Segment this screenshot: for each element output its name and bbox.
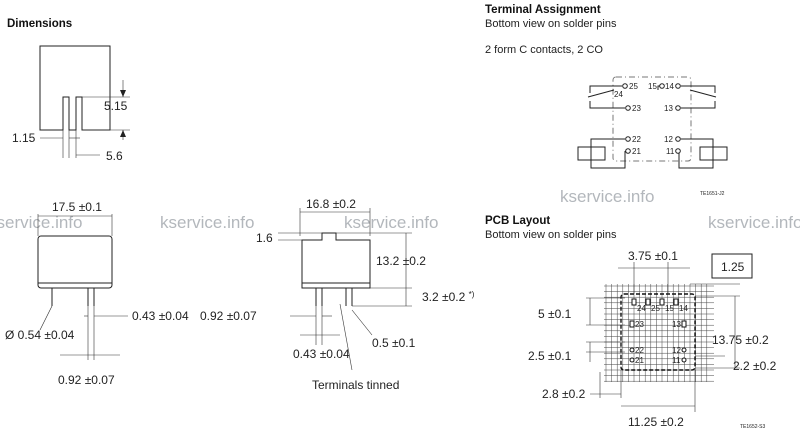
pcb-pin-label: 22 [635, 346, 644, 355]
pcb-pin-label: 14 [679, 304, 688, 313]
dim-2-5: 2.5 ±0.1 [528, 349, 572, 363]
pcb-pin-label: 23 [635, 320, 644, 329]
dim-0-92: 0.92 ±0.07 [58, 373, 115, 387]
solder-pad [629, 320, 635, 328]
top-view-drawing: 5.15 1.15 5.6 [12, 45, 130, 163]
dim-2-8: 2.8 ±0.2 [542, 387, 586, 401]
dim-5-6: 5.6 [106, 149, 123, 163]
solder-pad [645, 298, 651, 306]
side-view-drawing: 17.5 ±0.1 0.43 ±0.04 Ø 0.54 ±0.04 0.92 ±… [5, 200, 189, 387]
pcb-pin-label: 24 [637, 304, 646, 313]
dim-13-2: 13.2 ±0.2 [376, 254, 426, 268]
pcb-layout-drawing: 24 25 15 14 23 13 22 12 21 11 3.75 ±0.1 1.25 5 ±0… [528, 249, 777, 429]
dim-2-2: 2.2 ±0.2 [733, 359, 777, 373]
pcb-pin-label: 12 [672, 346, 681, 355]
pin-label: 25 [629, 82, 638, 91]
end-view-drawing: 16.8 ±0.2 1.6 13.2 ±0.2 3.2 ±0.2 *) 0.92… [200, 197, 475, 392]
watermark: kservice.info [344, 213, 438, 232]
pin-label: 15 [648, 82, 657, 91]
dim-1-6: 1.6 [256, 231, 273, 245]
solder-pad [659, 298, 665, 306]
solder-pad [681, 347, 687, 353]
dim-5: 5 ±0.1 [538, 307, 572, 321]
dim-0-43: 0.43 ±0.04 [132, 309, 189, 323]
dim-17-5: 17.5 ±0.1 [52, 200, 102, 214]
pcb-pin-label: 15 [665, 304, 674, 313]
dim-pin-diameter: Ø 0.54 ±0.04 [5, 328, 75, 342]
dimensions-title: Dimensions [7, 18, 72, 30]
contacts-description: 2 form C contacts, 2 CO [485, 44, 603, 56]
watermarks: kservice.info kservice.info kservice.inf… [0, 187, 800, 232]
solder-pad [629, 357, 635, 363]
terminal-assignment-title: Terminal Assignment [485, 4, 601, 16]
terminal-figure-ref: TE1651-J2 [700, 191, 725, 197]
dim-1-15: 1.15 [12, 131, 36, 145]
watermark: kservice.info [560, 187, 654, 206]
dim-end-0-43: 0.43 ±0.04 [293, 347, 350, 361]
pcb-pin-label: 13 [672, 320, 681, 329]
dim-3-2: 3.2 ±0.2 *) [422, 290, 475, 304]
dim-0-5: 0.5 ±0.1 [372, 336, 416, 350]
watermark: kservice.info [0, 213, 82, 232]
dim-13-75: 13.75 ±0.2 [712, 333, 769, 347]
dim-end-0-92: 0.92 ±0.07 [200, 309, 257, 323]
pcb-figure-ref: TE1652-S3 [740, 424, 766, 430]
terminal-assignment-subtitle: Bottom view on solder pins [485, 18, 617, 30]
pin-label: 22 [632, 135, 641, 144]
solder-pad [631, 298, 637, 306]
pcb-pin-label: 11 [672, 356, 681, 365]
terminals-tinned-note: Terminals tinned [312, 378, 399, 392]
solder-pad [673, 298, 679, 306]
pin-label: 14 [665, 82, 674, 91]
watermark: kservice.info [708, 213, 800, 232]
pin-label: 23 [632, 104, 641, 113]
watermark: kservice.info [160, 213, 254, 232]
pin-label: 24 [614, 90, 623, 99]
dim-16-8: 16.8 ±0.2 [306, 197, 356, 211]
pin-label: 11 [666, 147, 675, 156]
dim-5-15: 5.15 [104, 99, 128, 113]
pin-label: 12 [664, 135, 673, 144]
pcb-pin-label: 25 [651, 304, 660, 313]
solder-pad [681, 320, 687, 328]
pin-label: 21 [632, 147, 641, 156]
dim-11-25: 11.25 ±0.2 [628, 415, 684, 429]
pin-label: 13 [664, 104, 673, 113]
pcb-layout-subtitle: Bottom view on solder pins [485, 229, 617, 241]
terminal-schematic: 25 15 14 24 23 13 22 12 21 11 [577, 76, 728, 169]
solder-pad [629, 347, 635, 353]
pcb-pin-label: 21 [635, 356, 644, 365]
pcb-layout-title: PCB Layout [485, 215, 550, 227]
solder-pad [681, 357, 687, 363]
dim-grid-1-25: 1.25 [721, 260, 745, 274]
dim-3-75: 3.75 ±0.1 [628, 249, 678, 263]
